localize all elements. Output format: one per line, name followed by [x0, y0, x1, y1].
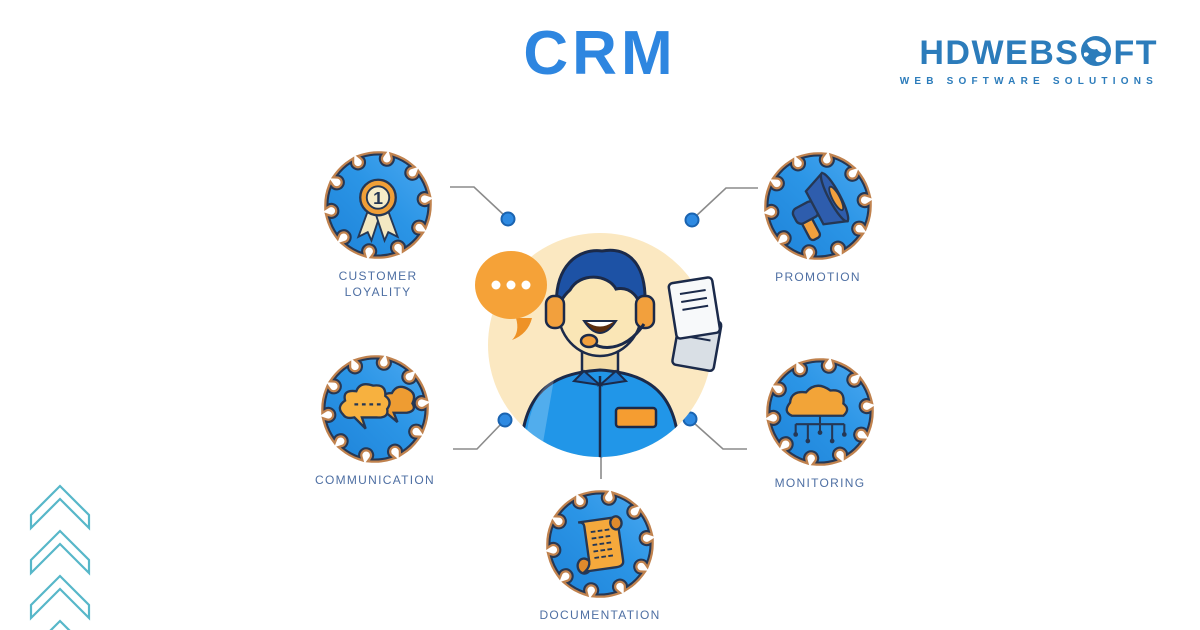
connector-dot	[500, 211, 516, 227]
node-label-customer-loyalty: CUSTOMER LOYALITY	[338, 269, 418, 300]
chest-badge	[614, 406, 658, 429]
support-agent-illustration	[475, 233, 723, 457]
node-label-monitoring: MONITORING	[774, 476, 866, 490]
node-promotion: PROMOTION	[748, 148, 888, 285]
node-communication: COMMUNICATION	[305, 351, 445, 488]
agent-hair	[554, 248, 647, 318]
page-title: CRM	[523, 19, 677, 88]
agent-face	[556, 262, 644, 358]
chevron-up-icon	[29, 484, 91, 531]
chat-bubbles-icon	[338, 383, 416, 430]
agent-figure	[518, 248, 682, 457]
node-customer-loyalty: 1 CUSTOMER LOYALITY	[308, 147, 448, 300]
node-label-communication: COMMUNICATION	[314, 473, 435, 487]
medal-number: 1	[373, 188, 383, 208]
gear-frame	[766, 358, 874, 466]
node-label-documentation: DOCUMENTATION	[539, 608, 661, 622]
connector-dot	[497, 412, 513, 428]
connector-dots	[497, 211, 700, 458]
chevron-up-icon	[49, 619, 71, 630]
gear-frame: 1	[324, 151, 432, 259]
headset-left-cup	[544, 294, 566, 330]
chevron-up-icon	[29, 574, 91, 621]
cream-circle-background	[488, 233, 712, 457]
hdwebsoft-logo: HDWEBS FT WEB SOFTWARE SOLUTIONS	[900, 34, 1158, 87]
headset-right-cup	[634, 294, 656, 330]
scroll-document-icon	[576, 515, 625, 575]
chevron-decoration	[29, 484, 91, 630]
connector-dot	[684, 212, 700, 228]
connector-dot	[682, 411, 698, 427]
agent-jacket	[518, 368, 682, 457]
connector-lines	[450, 186, 758, 479]
medal-first-place-icon: 1	[356, 178, 400, 244]
logo-wordmark: HDWEBS FT	[900, 34, 1158, 72]
gear-frame	[764, 152, 872, 260]
node-monitoring: MONITORING	[750, 354, 890, 491]
gear-frame	[546, 490, 654, 598]
cloud-network-icon	[785, 384, 849, 444]
mic-boom	[591, 323, 646, 349]
speech-bubble-icon	[475, 251, 547, 340]
gear-frame	[321, 355, 429, 463]
megaphone-icon	[791, 171, 850, 242]
node-label-promotion: PROMOTION	[775, 270, 861, 284]
microphone-icon	[579, 333, 599, 349]
logo-text-post: FT	[1113, 34, 1158, 72]
node-documentation: DOCUMENTATION	[530, 486, 670, 623]
documents-icon	[667, 276, 723, 373]
logo-text-pre: HDWEBS	[919, 34, 1080, 72]
chevron-up-icon	[29, 529, 91, 576]
connector-dot	[593, 442, 609, 458]
globe-icon	[1080, 35, 1112, 73]
logo-tagline: WEB SOFTWARE SOLUTIONS	[899, 76, 1158, 87]
